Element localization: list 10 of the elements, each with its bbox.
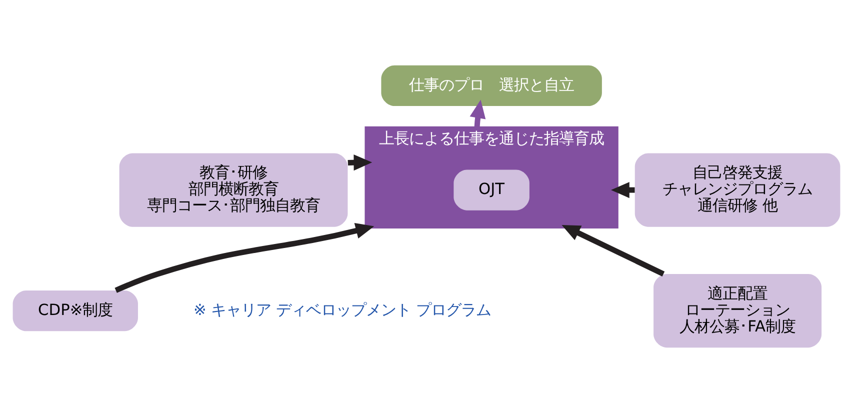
node-box: 適正配置 ローテーション 人材公募･FA制度 [654, 274, 822, 348]
node-box: OJT [454, 170, 530, 210]
node-box: 教育･研修 部門横断教育 専門コース･部門独自教育 [119, 153, 348, 227]
node-box: CDP※制度 [12, 290, 138, 332]
arrow [470, 100, 486, 128]
label: ※ キャリア ディベロップメント プログラム [193, 300, 491, 319]
node-box: 仕事のプロ 選択と自立 [381, 65, 602, 106]
node-box: 自己啓発支援 チャレンジプログラム 通信研修 他 [634, 153, 840, 227]
arrow [562, 224, 665, 276]
arrow [114, 222, 374, 293]
